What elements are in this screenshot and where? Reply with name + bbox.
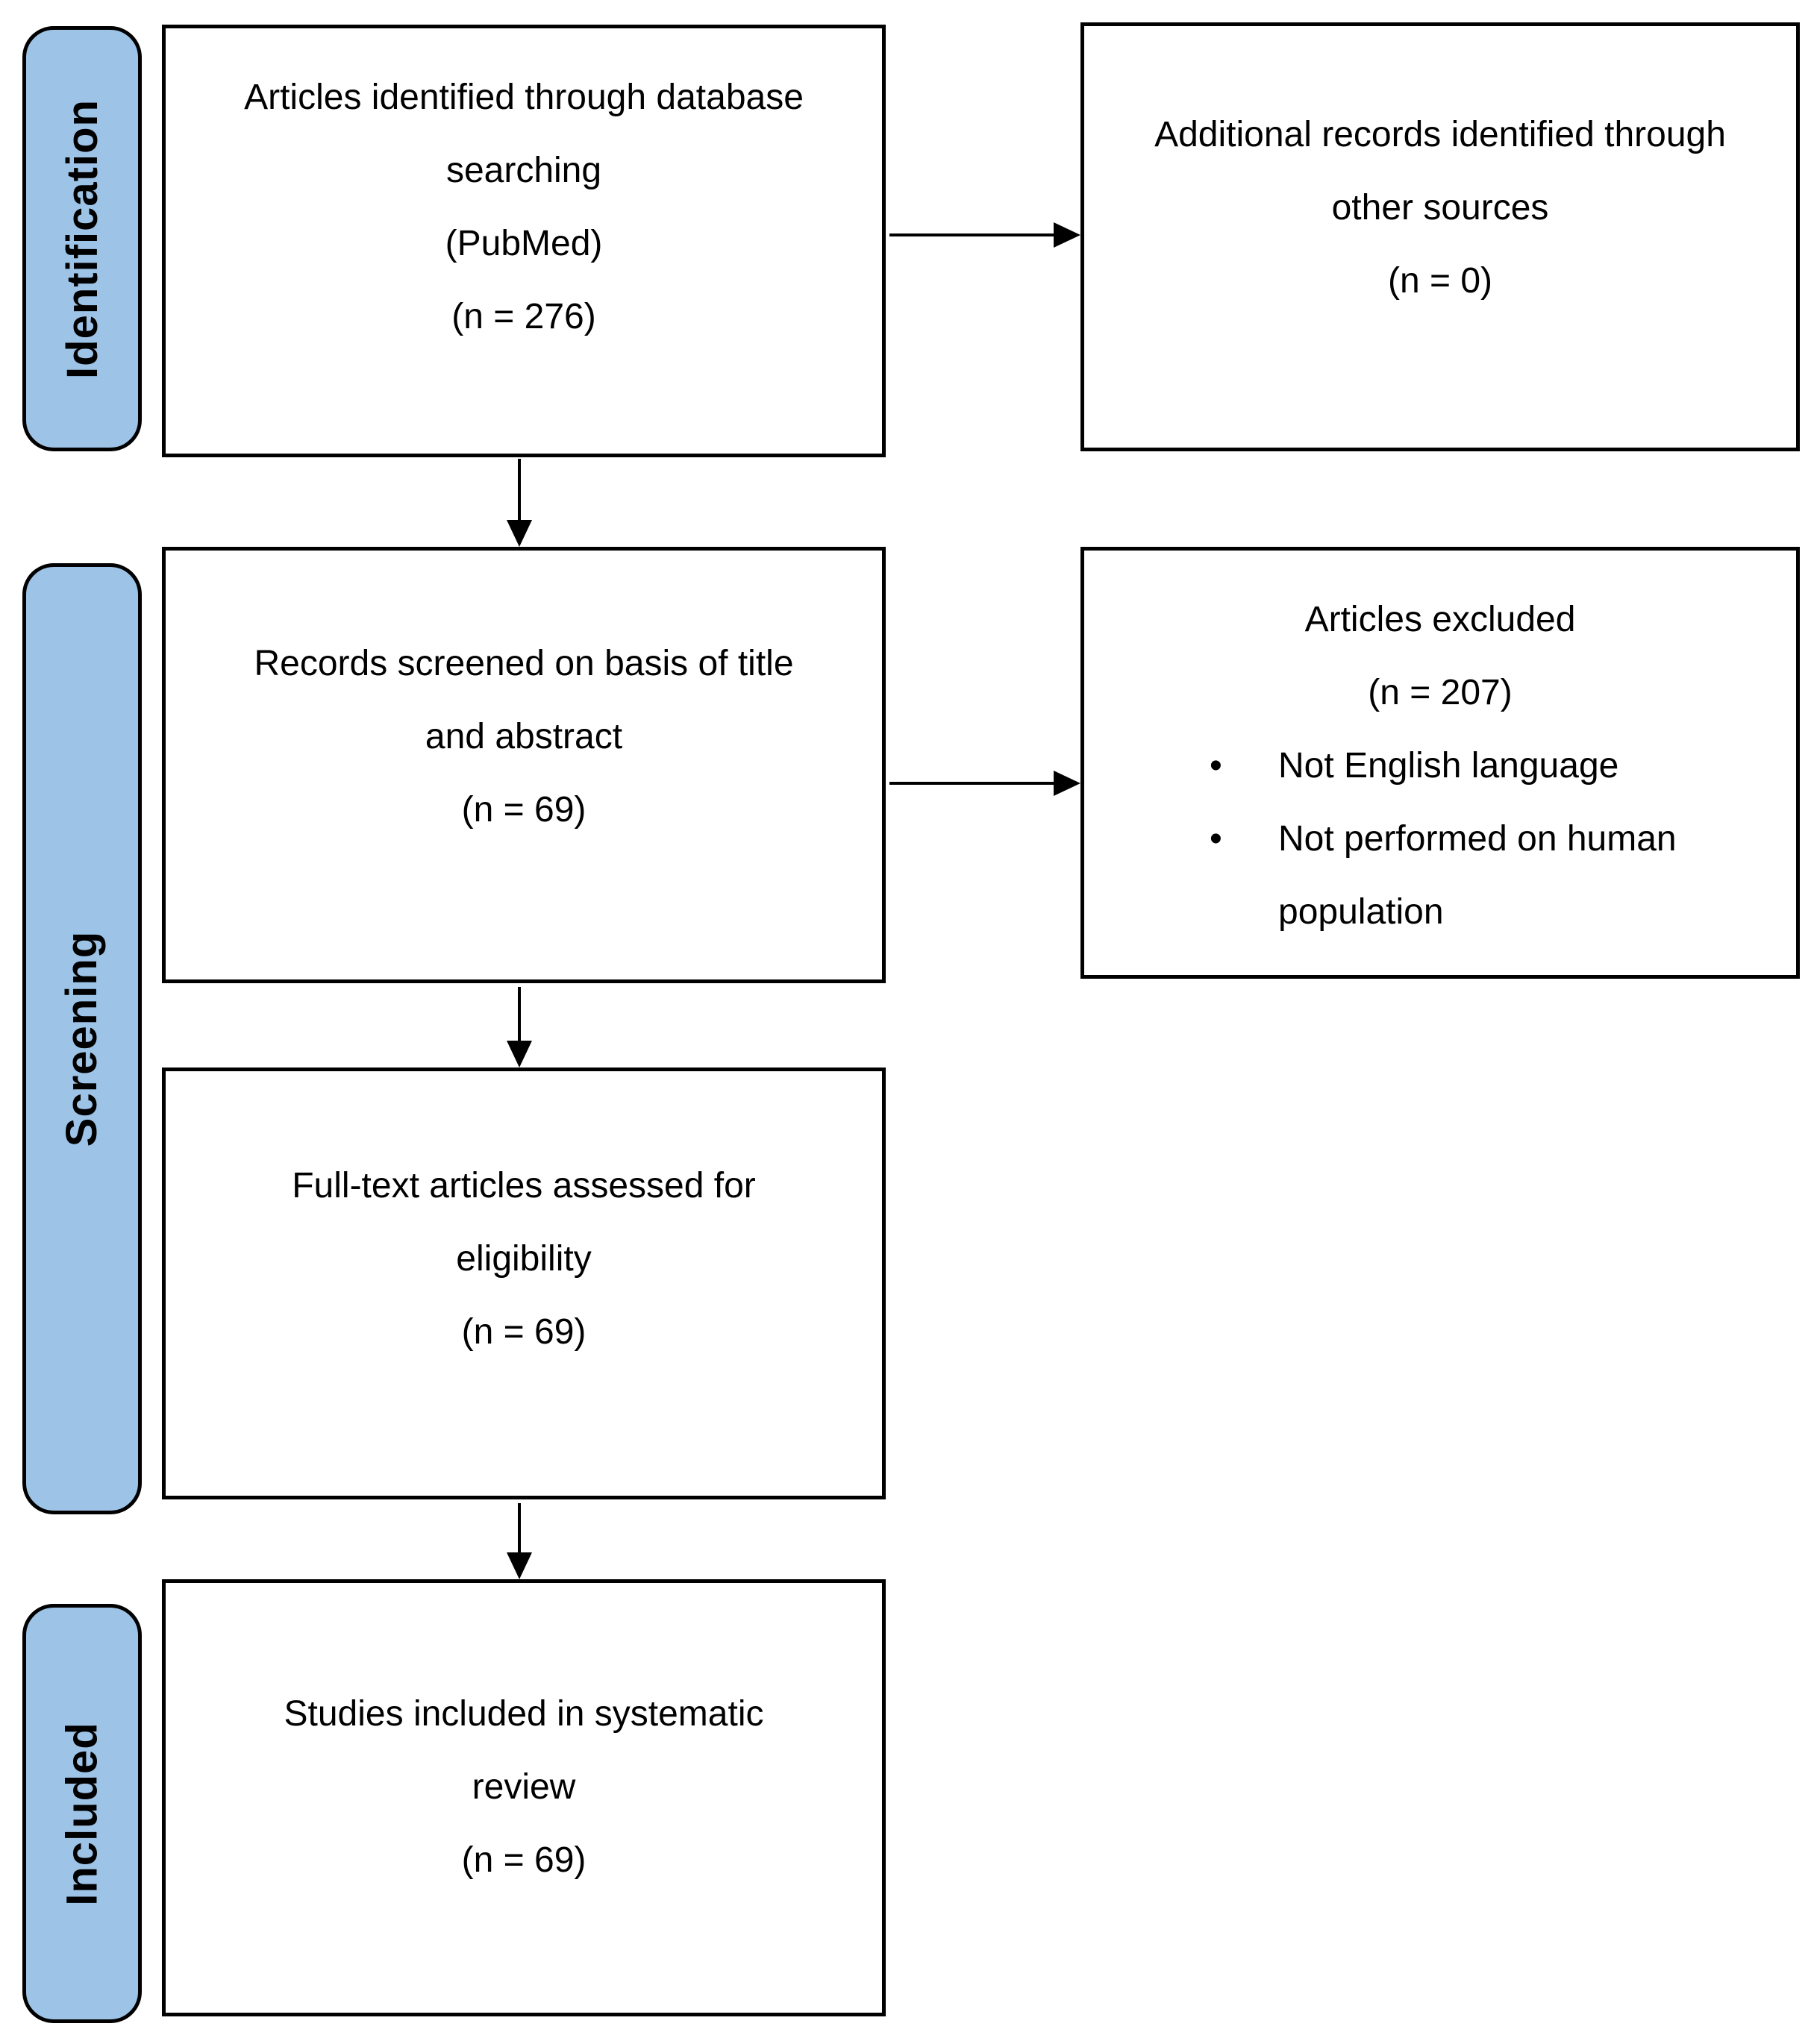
box-studies-included-line1: Studies included in systematic (284, 1694, 764, 1734)
box-fulltext-assessed-line1: Full-text articles assessed for (292, 1166, 756, 1206)
box-articles-identified-line2: searching (445, 151, 602, 190)
box-studies-included-line2: review (472, 1767, 576, 1807)
box-additional-records-line2: other sources (1331, 188, 1549, 228)
stage-label-identification: Identification (22, 26, 142, 451)
box-records-screened-line2: and abstract (425, 717, 623, 756)
stage-label-included-text: Included (57, 1721, 107, 1906)
box-articles-identified-count: (n = 276) (451, 297, 596, 336)
arrowhead-right-icon (1054, 771, 1080, 796)
box-additional-records-line1: Additional records identified through (1154, 115, 1726, 154)
excluded-reason-text: Not English language (1278, 746, 1619, 786)
box-articles-identified-line3: (PubMed) (445, 224, 603, 263)
box-fulltext-assessed-line2: eligibility (456, 1239, 592, 1279)
box-additional-records: Additional records identified through ot… (1080, 22, 1800, 451)
excluded-reason-item: • Not English language (1084, 730, 1796, 803)
bullet-icon: • (1210, 819, 1222, 859)
box-fulltext-assessed-count: (n = 69) (461, 1312, 587, 1352)
arrowhead-down-icon (507, 520, 532, 547)
arrowhead-right-icon (1054, 222, 1080, 248)
stage-label-screening-text: Screening (57, 930, 107, 1147)
bullet-icon: • (1210, 746, 1222, 786)
box-studies-included: Studies included in systematic review (n… (162, 1579, 886, 2016)
box-records-screened-count: (n = 69) (461, 790, 587, 830)
box-articles-excluded-count: (n = 207) (1368, 673, 1513, 712)
excluded-reason-text: Not performed on human population (1278, 819, 1677, 932)
box-fulltext-assessed: Full-text articles assessed for eligibil… (162, 1068, 886, 1499)
box-studies-included-count: (n = 69) (461, 1840, 587, 1880)
box-articles-identified-line1: Articles identified through database (244, 78, 804, 117)
excluded-reason-item: • Not performed on human population (1084, 803, 1796, 949)
box-articles-excluded: Articles excluded (n = 207) • Not Englis… (1080, 547, 1800, 979)
stage-label-included: Included (22, 1604, 142, 2023)
stage-label-identification-text: Identification (57, 98, 107, 379)
box-records-screened: Records screened on basis of title and a… (162, 547, 886, 983)
arrowhead-down-icon (507, 1041, 532, 1068)
box-articles-excluded-title: Articles excluded (1304, 600, 1576, 639)
box-articles-identified: Articles identified through database sea… (162, 25, 886, 457)
arrowhead-down-icon (507, 1552, 532, 1579)
box-additional-records-count: (n = 0) (1387, 261, 1493, 301)
box-records-screened-line1: Records screened on basis of title (254, 644, 794, 683)
stage-label-screening: Screening (22, 563, 142, 1514)
